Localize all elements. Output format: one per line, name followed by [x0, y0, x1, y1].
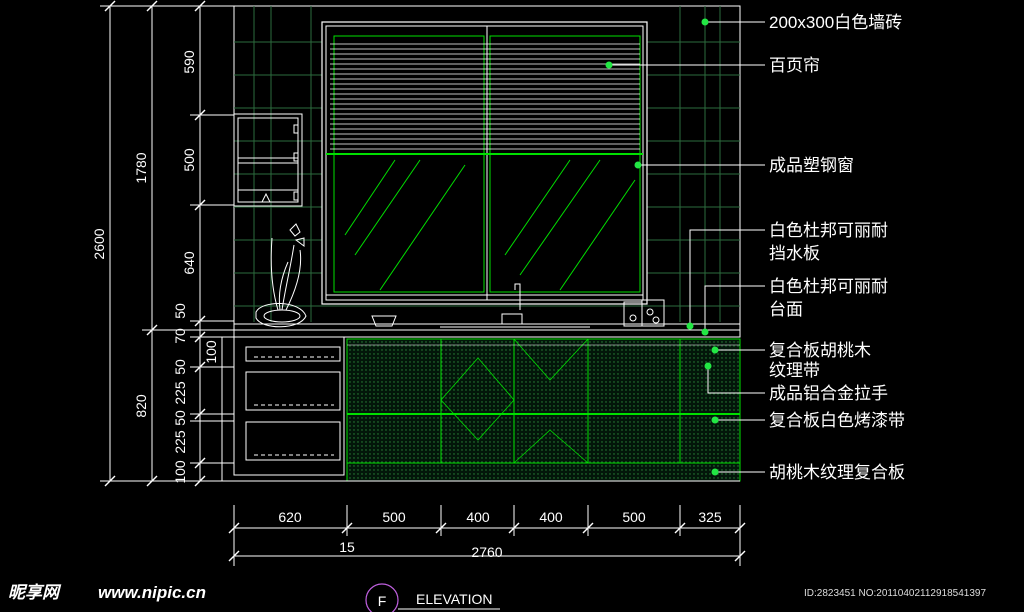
callout-window-label: 成品塑钢窗	[769, 156, 854, 175]
dim-horizontal-500b: 500	[622, 509, 646, 525]
wall-shelf	[233, 113, 303, 207]
dim-horizontal-620: 620	[278, 509, 302, 525]
dim-vertical-50c: 50	[172, 410, 188, 426]
dim-vertical-225b: 225	[172, 430, 188, 454]
image-id: ID:2823451 NO:20110402112918541397	[804, 588, 986, 599]
dim-vertical-640: 640	[181, 251, 197, 275]
callout-wall-tile-label: 200x300白色墙砖	[769, 13, 902, 32]
dim-vertical-50a: 50	[172, 303, 188, 319]
dim-horizontal-gap: 15	[339, 539, 355, 555]
callout-countertop-label-line1: 白色杜邦可丽耐	[769, 277, 888, 296]
callout-handle-label: 成品铝合金拉手	[769, 384, 888, 403]
callout-blinds-label: 百页帘	[769, 56, 820, 75]
dim-vertical-225a: 225	[172, 381, 188, 405]
elevation-marker-circle	[365, 583, 399, 612]
callout-walnut-band-label-line2: 纹理带	[769, 361, 820, 380]
callout-leaders	[609, 21, 765, 473]
dim-vertical-total: 2600	[91, 228, 107, 259]
dim-vertical-1780: 1780	[133, 152, 149, 183]
glass-reflection	[344, 159, 636, 291]
elevation-title-block: F ELEVATION	[365, 583, 500, 612]
dim-horizontal-total: 2760	[471, 544, 502, 560]
callout-backsplash-label-line2: 挡水板	[769, 244, 820, 263]
dim-horizontal-400b: 400	[539, 509, 563, 525]
countertop	[233, 323, 741, 338]
dim-vertical-100: 100	[172, 460, 188, 484]
callout-backsplash-label-line1: 白色杜邦可丽耐	[769, 221, 888, 240]
watermark-url: www.nipic.cn	[98, 583, 206, 602]
potted-plant	[255, 223, 307, 328]
elevation-title: ELEVATION	[416, 591, 493, 607]
dim-vertical-820: 820	[133, 394, 149, 418]
countertop-items	[371, 283, 665, 328]
dim-horizontal-400a: 400	[466, 509, 490, 525]
dim-horizontal-325: 325	[698, 509, 722, 525]
callout-walnut-panel-label: 胡桃木纹理复合板	[769, 463, 905, 482]
elevation-marker-letter: F	[378, 593, 387, 609]
callout-white-lacquer-band-label: 复合板白色烤漆带	[769, 411, 905, 430]
left-drawer-cabinet	[233, 336, 345, 476]
horizontal-dimension-ticks	[228, 522, 746, 562]
dim-vertical-50b: 50	[172, 359, 188, 375]
dim-vertical-70: 70	[172, 328, 188, 344]
dim-vertical-590: 590	[181, 50, 197, 74]
dim-horizontal-500a: 500	[382, 509, 406, 525]
dim-vertical-inner-100: 100	[203, 340, 219, 364]
callout-walnut-band-label-line1: 复合板胡桃木	[769, 341, 871, 360]
callout-dots	[605, 18, 719, 476]
vertical-dimension-ticks	[104, 0, 206, 487]
callout-countertop-label-line2: 台面	[769, 300, 803, 319]
main-cabinet-front	[234, 338, 741, 482]
window-blinds	[330, 43, 640, 150]
vertical-dimension-lines	[100, 5, 234, 482]
dim-vertical-500: 500	[181, 148, 197, 172]
watermark-brand: 昵享网	[8, 583, 62, 602]
